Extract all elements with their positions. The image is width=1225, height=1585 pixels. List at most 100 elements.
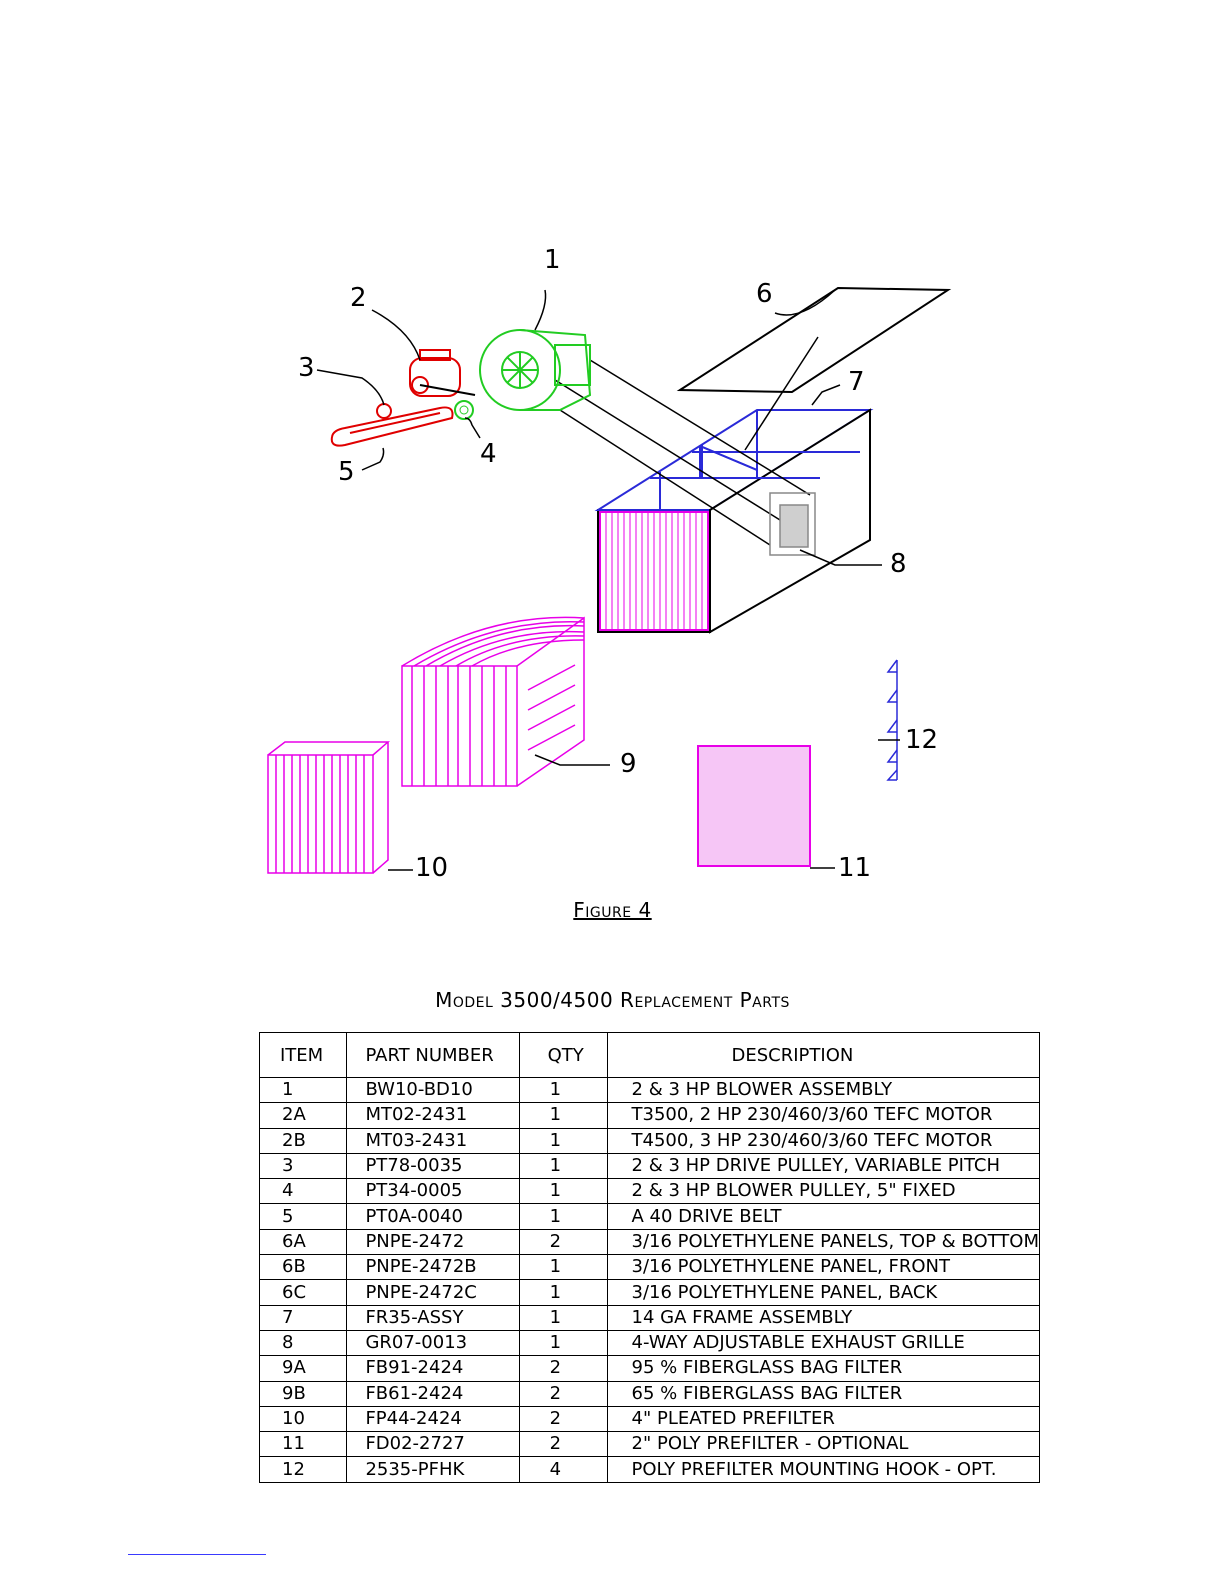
exploded-parts-diagram: 1 2 3 4 5 6 7 8 9 10 11 12 [267,245,952,883]
cell-part-number: GR07-0013 [346,1330,520,1357]
callout-9: 9 [620,749,637,779]
cell-qty: 1 [518,1153,608,1180]
polyethylene-panel [676,286,952,394]
cell-part-number: PT0A-0040 [346,1203,520,1230]
bag-filter [401,616,585,787]
cell-qty: 4 [518,1456,608,1483]
cell-part-number: BW10-BD10 [346,1077,520,1104]
cell-description: 4" PLEATED PREFILTER [606,1406,1041,1433]
cell-item: 6C [258,1279,348,1306]
cell-qty: 2 [518,1406,608,1433]
cell-qty: 1 [518,1077,608,1104]
blower-duct [554,359,811,546]
cell-part-number: FR35-ASSY [346,1305,520,1331]
cell-description: 2 & 3 HP BLOWER PULLEY, 5" FIXED [606,1178,1041,1205]
cell-item: 6B [258,1254,348,1281]
header-item: ITEM [258,1032,348,1078]
cell-qty: 1 [518,1178,608,1205]
cell-part-number: FB61-2424 [346,1381,520,1407]
cell-item: 1 [258,1077,348,1104]
motor [409,349,476,397]
cell-part-number: PNPE-2472 [346,1229,520,1256]
callout-7: 7 [848,367,865,397]
table-header-row: ITEM PART NUMBER QTY DESCRIPTION [258,1032,1041,1078]
cell-description: 3/16 POLYETHYLENE PANEL, FRONT [606,1254,1041,1281]
cell-item: 8 [258,1330,348,1357]
callout-12: 12 [905,725,938,755]
footer-link-underline [128,1554,266,1555]
cell-part-number: PNPE-2472B [346,1254,520,1281]
cell-description: POLY PREFILTER MOUNTING HOOK - OPT. [606,1456,1041,1483]
cell-item: 10 [258,1406,348,1433]
cell-item: 11 [258,1431,348,1458]
cell-qty: 1 [518,1330,608,1357]
leader-lines [316,289,900,871]
header-qty: QTY [518,1032,608,1078]
cell-item: 7 [258,1305,348,1331]
poly-prefilter [697,745,811,867]
header-part-number: PART NUMBER [346,1032,520,1078]
cell-qty: 2 [518,1381,608,1407]
callout-4: 4 [480,439,497,469]
callout-6: 6 [756,279,773,309]
cell-item: 3 [258,1153,348,1180]
cell-part-number: FP44-2424 [346,1406,520,1433]
cell-part-number: MT03-2431 [346,1128,520,1154]
cell-qty: 1 [518,1128,608,1154]
table-title: Model 3500/4500 Replacement Parts [435,988,790,1012]
cell-item: 5 [258,1203,348,1230]
pleated-prefilter [267,741,391,874]
cell-description: 3/16 POLYETHYLENE PANEL, BACK [606,1279,1041,1306]
front-filter-face [599,511,709,631]
cell-part-number: MT02-2431 [346,1102,520,1129]
mounting-hooks [886,659,898,781]
cell-part-number: 2535-PFHK [346,1456,520,1483]
cell-description: 65 % FIBERGLASS BAG FILTER [606,1381,1041,1407]
cell-description: 95 % FIBERGLASS BAG FILTER [606,1355,1041,1382]
callout-5: 5 [338,457,355,487]
cell-description: 4-WAY ADJUSTABLE EXHAUST GRILLE [606,1330,1041,1357]
cell-description: A 40 DRIVE BELT [606,1203,1041,1230]
drive-belt [330,406,454,447]
cell-item: 12 [258,1456,348,1483]
cell-part-number: FB91-2424 [346,1355,520,1382]
drive-pulley [376,403,392,419]
cell-item: 9A [258,1355,348,1382]
figure-caption: Figure 4 [573,898,652,922]
cell-description: 2" POLY PREFILTER - OPTIONAL [606,1431,1041,1458]
cell-part-number: PT78-0035 [346,1153,520,1180]
cell-description: 3/16 POLYETHYLENE PANELS, TOP & BOTTOM [606,1229,1041,1256]
callout-2: 2 [350,283,367,313]
cell-part-number: PT34-0005 [346,1178,520,1205]
callout-10: 10 [415,853,448,883]
cell-item: 6A [258,1229,348,1256]
cell-description: 14 GA FRAME ASSEMBLY [606,1305,1041,1331]
cell-qty: 1 [518,1254,608,1281]
callout-8: 8 [890,549,907,579]
cell-item: 9B [258,1381,348,1407]
callout-1: 1 [544,245,561,275]
exhaust-grille [769,492,816,556]
cell-qty: 1 [518,1203,608,1230]
blower-assembly [479,329,592,411]
cell-part-number: PNPE-2472C [346,1279,520,1306]
callout-11: 11 [838,853,871,883]
cell-qty: 2 [518,1355,608,1382]
cell-qty: 1 [518,1279,608,1306]
cell-item: 2A [258,1102,348,1129]
